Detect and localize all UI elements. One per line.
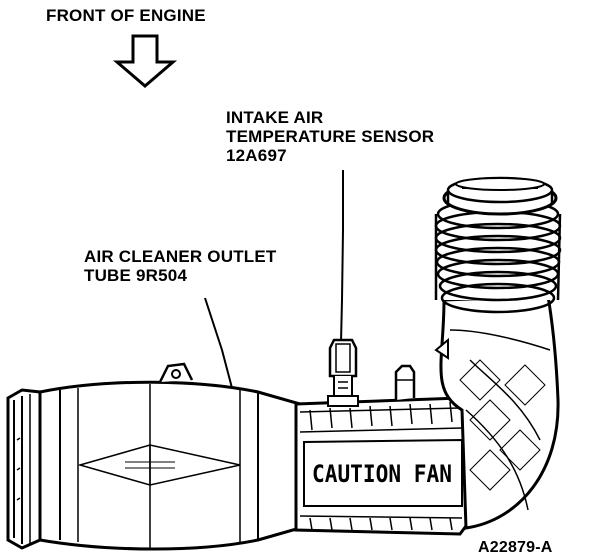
iat-sensor-leader — [340, 170, 344, 343]
figure-id: A22879-A — [478, 539, 553, 556]
outlet-tube-label-line2: TUBE 9R504 — [84, 266, 188, 285]
tube-inlet-flange — [6, 388, 42, 550]
tube-elbow — [434, 294, 560, 530]
front-of-engine-label: FRONT OF ENGINE — [46, 6, 206, 25]
outlet-tube-leader — [204, 297, 233, 389]
leader-lines — [204, 170, 344, 389]
outlet-hose-clamp — [442, 176, 558, 216]
iat-sensor — [327, 338, 359, 407]
tube-marking-text: CAUTION FAN — [312, 460, 452, 488]
tube-bellows — [434, 198, 562, 314]
front-of-engine-arrow — [112, 34, 178, 88]
iat-sensor-label-line2: TEMPERATURE SENSOR — [226, 127, 435, 146]
iat-sensor-label-line1: INTAKE AIR — [226, 108, 324, 127]
iat-sensor-part-number: 12A697 — [226, 146, 287, 165]
sensor-housing-section — [294, 364, 468, 536]
outlet-tube-body — [38, 362, 302, 551]
outlet-tube-label-line1: AIR CLEANER OUTLET — [84, 247, 277, 266]
